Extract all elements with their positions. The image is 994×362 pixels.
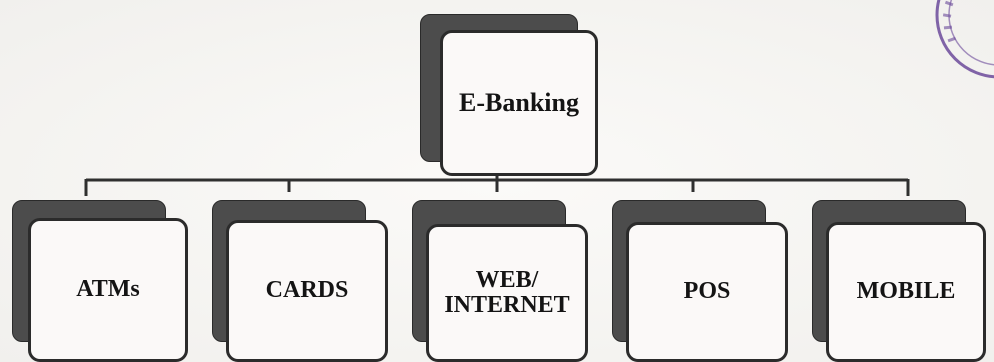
child-node-web-internet: WEB/ INTERNET bbox=[412, 200, 592, 362]
child-node-cards: CARDS bbox=[212, 200, 392, 362]
child-node-label-cards: CARDS bbox=[265, 277, 349, 304]
child-node-label-pos: POS bbox=[683, 278, 731, 305]
stamp-seal-icon bbox=[935, 0, 994, 79]
child-node-box: MOBILE bbox=[826, 222, 986, 362]
root-node-box: E-Banking bbox=[440, 30, 598, 176]
child-node-box: POS bbox=[626, 222, 788, 362]
root-node-label: E-Banking bbox=[459, 88, 579, 118]
child-node-mobile: MOBILE bbox=[812, 200, 992, 362]
child-node-label-mobile: MOBILE bbox=[856, 278, 956, 305]
child-node-label-web-internet: WEB/ INTERNET bbox=[444, 266, 570, 318]
child-node-box: CARDS bbox=[226, 220, 388, 362]
child-node-box: ATMs bbox=[28, 218, 188, 362]
child-node-box: WEB/ INTERNET bbox=[426, 224, 588, 362]
child-node-atms: ATMs bbox=[12, 200, 192, 362]
child-node-label-atms: ATMs bbox=[76, 276, 140, 303]
child-node-pos: POS bbox=[612, 200, 792, 362]
root-node-e-banking: E-Banking bbox=[420, 14, 600, 190]
